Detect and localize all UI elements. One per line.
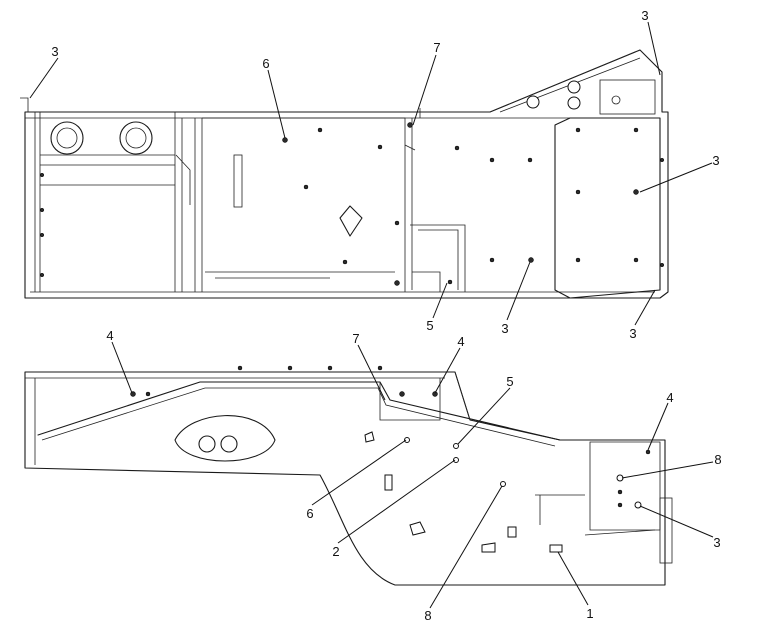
callout-label: 3 [641,8,648,23]
callout-label: 3 [713,535,720,550]
callout-label: 6 [262,56,269,71]
callout-label: 7 [352,331,359,346]
callout-label: 6 [306,506,313,521]
callout-label: 3 [501,321,508,336]
callout-label: 3 [51,44,58,59]
callout-label: 3 [712,153,719,168]
callout-labels: 3 6 7 3 3 5 3 3 4 7 4 5 4 8 6 2 3 8 1 [51,8,721,623]
callout-label: 7 [433,40,440,55]
top-view [20,49,669,299]
callout-label: 4 [457,334,464,349]
callout-label: 2 [332,544,339,559]
callout-label: 3 [629,326,636,341]
callout-label: 5 [426,318,433,333]
callout-label: 4 [106,328,113,343]
side-view [24,365,673,586]
callout-label: 4 [666,390,673,405]
callout-label: 8 [424,608,431,623]
callout-label: 8 [714,452,721,467]
callout-label: 5 [506,374,513,389]
leader-lines [29,21,714,609]
callout-label: 1 [586,606,593,621]
